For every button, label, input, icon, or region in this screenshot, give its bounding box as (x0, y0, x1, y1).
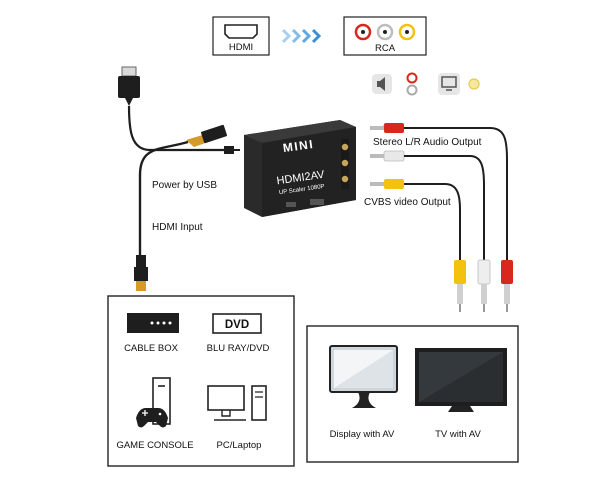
pc-icon (207, 385, 267, 421)
arrow-icon (311, 28, 322, 44)
arrow-icon (301, 28, 312, 44)
rca-jack-red-icon (354, 23, 372, 41)
arrow-icon (281, 28, 292, 44)
rca-port-icon (341, 175, 349, 183)
rca-port-icon (341, 143, 349, 151)
rca-cable-white (370, 150, 491, 312)
usb-connector-icon (121, 66, 137, 77)
header-rca-label: RCA (375, 43, 396, 54)
usb-cable (118, 66, 240, 154)
rca-jack-yellow-icon (398, 23, 416, 41)
monitor-icon (438, 73, 460, 95)
header-rca-box: RCA (343, 16, 427, 56)
display-monitor-icon (329, 345, 398, 408)
dvd-badge-text: DVD (225, 319, 249, 331)
game-console-icon (136, 377, 171, 428)
hdmi-cable (134, 124, 228, 291)
hdmi-plug-gold-icon (136, 281, 146, 291)
label-display-av: Display with AV (330, 429, 395, 440)
tv-icon (415, 348, 507, 412)
label-game-console: GAME CONSOLE (116, 440, 193, 451)
label-power: Power by USB (152, 180, 217, 191)
rca-port-icon (341, 159, 349, 167)
label-cable-box: CABLE BOX (124, 343, 179, 354)
rca-cable-red (370, 123, 513, 312)
header-hdmi-box: HDMI (212, 16, 270, 56)
label-hdmi-input: HDMI Input (152, 222, 203, 233)
cable-box-icon (127, 313, 179, 333)
rca-jack-white-icon (376, 23, 394, 41)
rca-cable-yellow (370, 179, 466, 312)
label-tv-av: TV with AV (435, 429, 481, 440)
header-hdmi-label: HDMI (229, 42, 253, 53)
dvd-badge: DVD (212, 313, 262, 334)
label-pc: PC/Laptop (217, 440, 262, 451)
converter-box: MINI HDMI2AV UP Scaler 1080P (244, 120, 356, 217)
audio-jacks-icon (406, 72, 418, 96)
header-arrows (281, 28, 322, 44)
speaker-icon (372, 74, 392, 94)
video-jack-icon (468, 78, 480, 90)
device-brand: MINI (282, 137, 315, 155)
label-blu-ray: BLU RAY/DVD (207, 343, 270, 354)
arrow-icon (291, 28, 302, 44)
label-video-output: CVBS video Output (364, 197, 451, 208)
label-audio-output: Stereo L/R Audio Output (373, 137, 482, 148)
hdmi-port-icon (224, 24, 258, 39)
